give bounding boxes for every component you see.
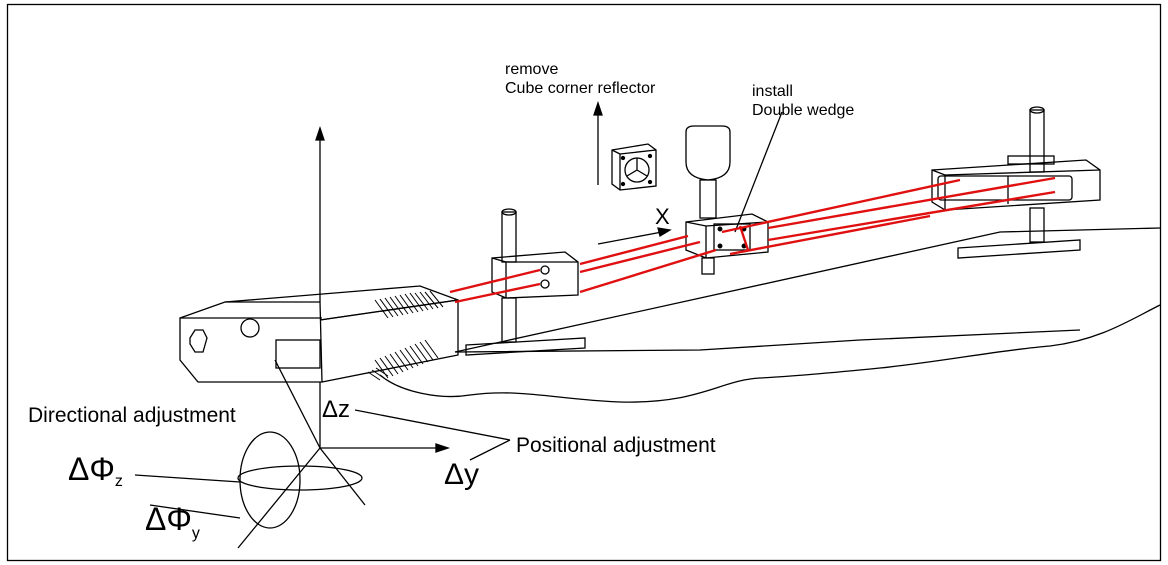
delta-phi-z-label: ΔΦz xyxy=(68,451,123,490)
positional-leader-z xyxy=(354,409,511,441)
z-axis-arrow xyxy=(315,125,325,302)
double-wedge-mount xyxy=(685,125,769,275)
far-base-plate xyxy=(957,239,1081,259)
positional-adjustment-label: Positional adjustment xyxy=(516,434,716,457)
x-direction-arrow xyxy=(597,227,672,245)
phi-y-rotation-ellipse xyxy=(239,431,301,529)
directional-adjustment-label: Directional adjustment xyxy=(28,404,236,427)
install-label-line2: Double wedge xyxy=(752,102,854,119)
remove-label-line2: Cube corner reflector xyxy=(505,80,656,97)
delta-phi-y-label: ΔΦy xyxy=(145,501,200,542)
cube-corner-reflector xyxy=(611,143,657,191)
laser-display-window xyxy=(275,339,321,369)
post-top xyxy=(501,211,517,263)
double-wedge xyxy=(713,223,751,251)
delta-z-label: Δz xyxy=(322,396,350,423)
cube-holder-column-top xyxy=(685,125,731,181)
remove-label-line1: remove xyxy=(505,61,558,78)
remove-arrow xyxy=(593,100,603,185)
laser-head xyxy=(179,285,459,383)
adjustment-axes xyxy=(134,359,511,549)
far-reflector-mount xyxy=(931,106,1101,259)
first-optic-mount xyxy=(465,208,586,356)
frame-border xyxy=(6,3,1162,562)
delta-y-label: Δy xyxy=(444,458,479,491)
laser-aperture xyxy=(240,318,260,338)
install-leader-line xyxy=(734,111,783,233)
x-axis-label: X xyxy=(655,204,670,229)
first-base-plate xyxy=(465,337,586,356)
positional-leader-y xyxy=(469,439,511,461)
laser-port xyxy=(189,329,208,353)
cooling-fins xyxy=(367,290,444,381)
laser-beams xyxy=(449,176,1056,304)
table-surface xyxy=(379,227,1161,403)
install-label-line1: install xyxy=(752,83,793,100)
